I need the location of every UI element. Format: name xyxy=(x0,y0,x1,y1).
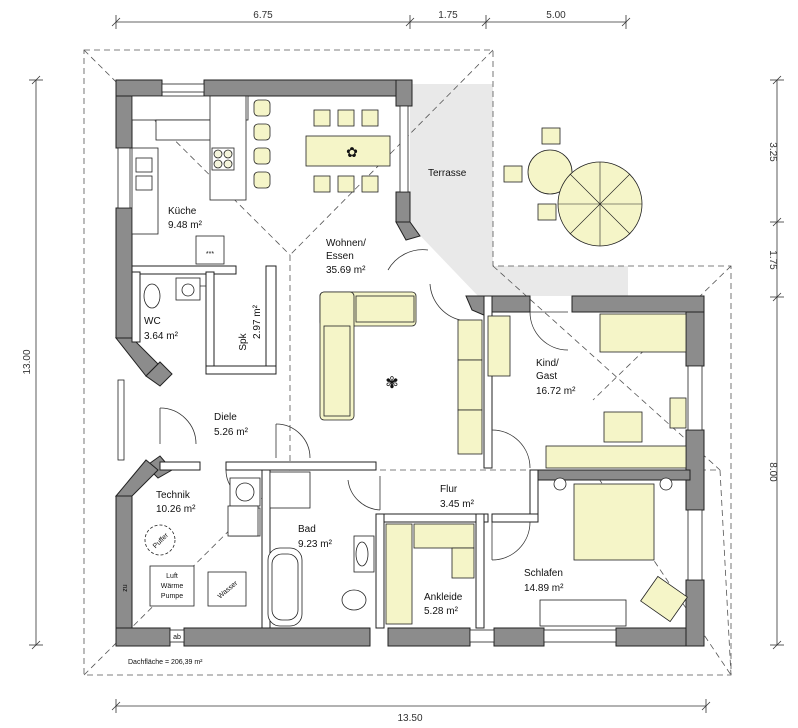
room-name-technik: Technik xyxy=(156,490,191,501)
shelves xyxy=(457,315,511,455)
terrace-furniture xyxy=(503,127,643,247)
dim-right-3: 8.00 xyxy=(767,462,778,482)
living-plant-icon: ✾ xyxy=(385,375,398,392)
umbrella-icon xyxy=(558,162,642,246)
windows xyxy=(117,83,703,643)
dim-top-3: 5.00 xyxy=(546,10,566,21)
room-name-flur: Flur xyxy=(440,484,458,495)
dim-right-1: 3.25 xyxy=(767,142,778,162)
pump-label-2: Wärme xyxy=(161,583,184,590)
room-area-flur: 3.45 m² xyxy=(440,499,475,510)
technik-equipment xyxy=(144,505,259,607)
pump-label-3: Pumpe xyxy=(161,593,183,600)
zu-label: zu xyxy=(122,584,129,592)
room-area-technik: 10.26 m² xyxy=(156,504,196,515)
room-area-schlafen: 14.89 m² xyxy=(524,583,564,594)
kitchen-furniture xyxy=(131,95,249,265)
room-name2-kind: Gast xyxy=(536,371,557,382)
pump-label-1: Luft xyxy=(166,573,178,580)
interior-walls xyxy=(131,265,539,629)
dim-right-2: 1.75 xyxy=(767,250,778,270)
room-area-ankleide: 5.28 m² xyxy=(424,606,459,617)
room-name2-wohnen: Essen xyxy=(326,251,354,262)
bar-stools xyxy=(253,99,271,189)
roof-area-label: Dachfläche = 206,39 m² xyxy=(128,659,203,666)
kids-room-furniture xyxy=(545,313,687,469)
room-name-kind: Kind/ xyxy=(536,358,559,369)
room-name-diele: Diele xyxy=(214,412,237,423)
dim-left: 13.00 xyxy=(22,349,33,374)
room-name-ankleide: Ankleide xyxy=(424,592,463,603)
room-name-wc: WC xyxy=(144,316,161,327)
dim-top-1: 6.75 xyxy=(253,10,273,21)
doors xyxy=(159,249,569,561)
room-name-wohnen: Wohnen/ xyxy=(326,238,366,249)
terrace-area xyxy=(410,84,628,296)
bedroom-furniture xyxy=(539,477,688,627)
wardrobes xyxy=(385,523,475,625)
room-name-kueche: Küche xyxy=(168,206,197,217)
room-name-terrasse: Terrasse xyxy=(428,168,467,179)
room-name-spk: Spk xyxy=(238,332,249,350)
sofa-set xyxy=(319,291,417,421)
room-area-wohnen: 35.69 m² xyxy=(326,265,366,276)
room-area-spk: 2.97 m² xyxy=(252,304,263,339)
exterior-walls xyxy=(114,79,705,647)
dimension-lines xyxy=(29,15,784,713)
room-name-schlafen: Schlafen xyxy=(524,568,563,579)
room-name-bad: Bad xyxy=(298,524,316,535)
dim-bottom: 13.50 xyxy=(397,713,422,724)
room-area-wc: 3.64 m² xyxy=(144,331,179,342)
room-area-bad: 9.23 m² xyxy=(298,539,333,550)
room-area-kueche: 9.48 m² xyxy=(168,220,203,231)
ab-label: ab xyxy=(173,634,181,641)
dim-top-2: 1.75 xyxy=(438,10,458,21)
room-area-kind: 16.72 m² xyxy=(536,386,576,397)
table-plant-icon: ✿ xyxy=(346,144,358,160)
hob-symbol: *** xyxy=(206,251,214,258)
dining-set xyxy=(305,109,391,193)
room-area-diele: 5.26 m² xyxy=(214,427,249,438)
